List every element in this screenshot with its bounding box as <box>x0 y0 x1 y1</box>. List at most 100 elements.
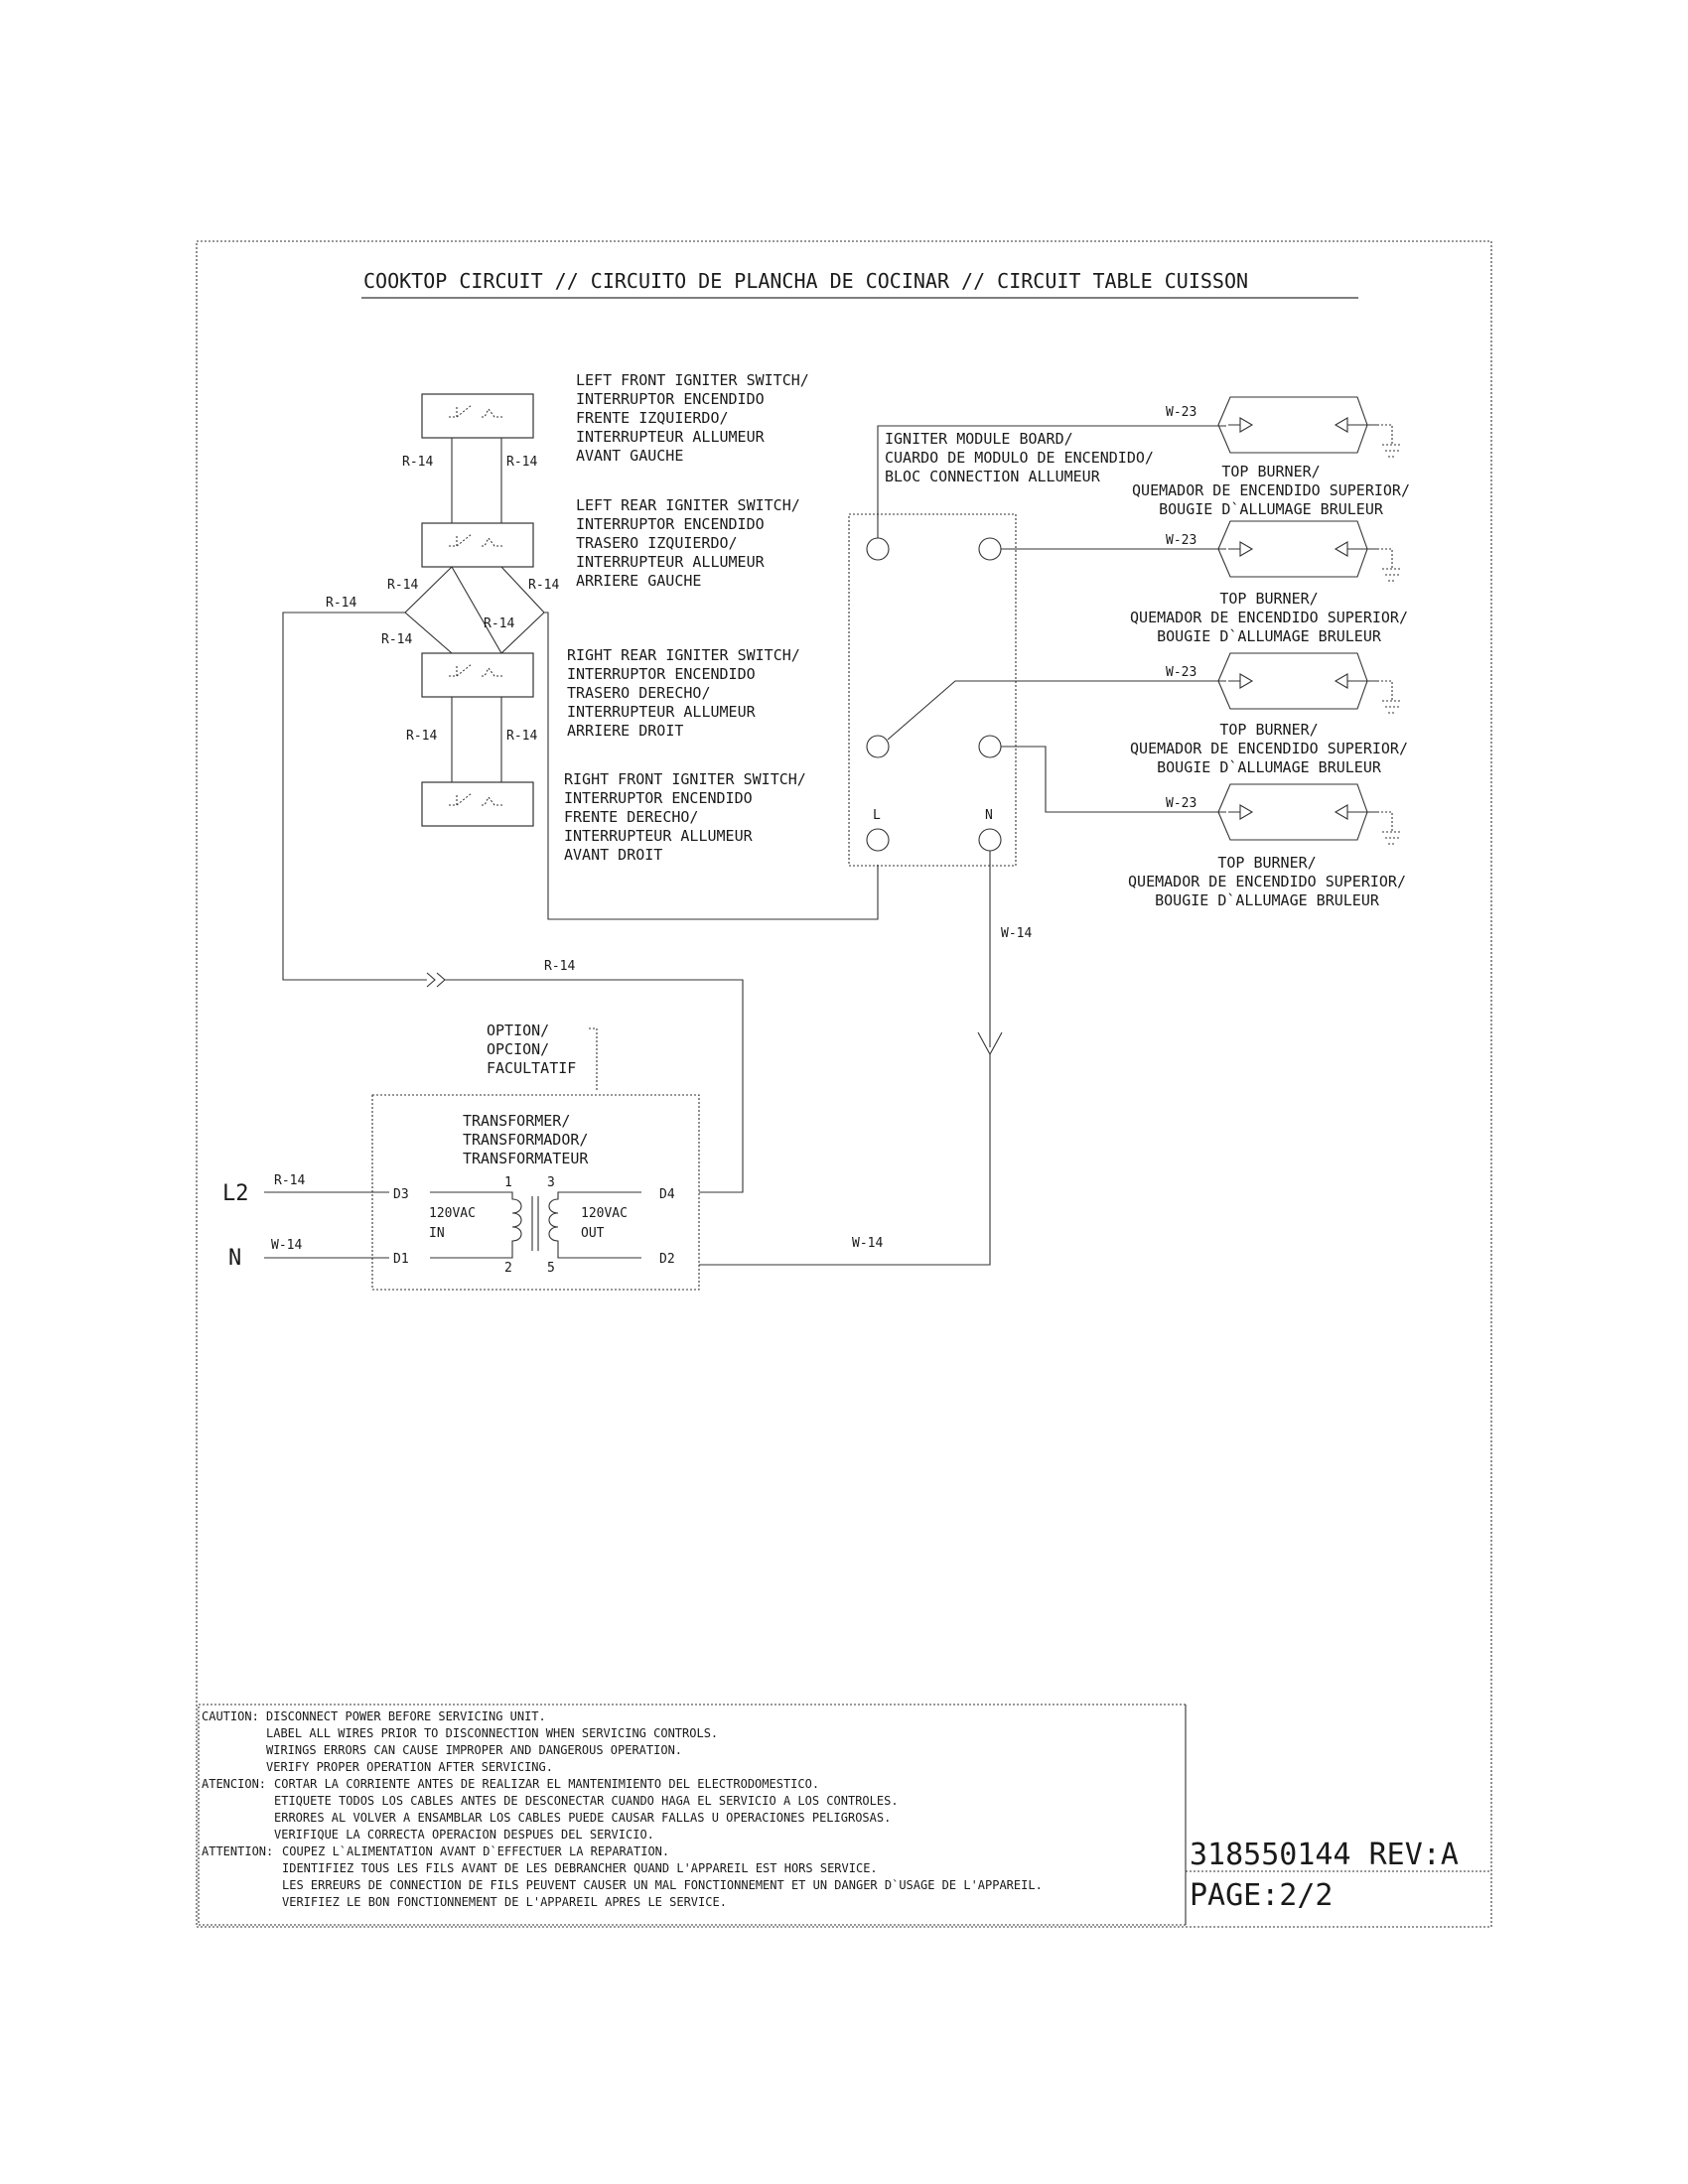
wire-label: W-14 <box>271 1238 302 1253</box>
svg-text:TRASERO IZQUIERDO/: TRASERO IZQUIERDO/ <box>576 534 738 552</box>
igniter-module-board: L N <box>848 513 1017 867</box>
svg-text:D4: D4 <box>659 1187 675 1202</box>
svg-text:IDENTIFIEZ TOUS LES FILS AVANT: IDENTIFIEZ TOUS LES FILS AVANT DE LES DE… <box>282 1861 878 1875</box>
switch-label-left-rear: LEFT REAR IGNITER SWITCH/ INTERRUPTOR EN… <box>576 496 800 590</box>
document-id: 318550144 REV:A PAGE:2/2 <box>1186 1838 1489 1913</box>
svg-text:ETIQUETE TODOS LOS CABLES ANTE: ETIQUETE TODOS LOS CABLES ANTES DE DESCO… <box>274 1794 899 1808</box>
switch-right-rear <box>421 652 534 698</box>
burner-label-1: TOP BURNER/ QUEMADOR DE ENCENDIDO SUPERI… <box>1132 463 1410 518</box>
page-frame <box>196 240 1492 1928</box>
svg-text:INTERRUPTOR ENCENDIDO: INTERRUPTOR ENCENDIDO <box>576 515 765 533</box>
switch-label-left-front: LEFT FRONT IGNITER SWITCH/ INTERRUPTOR E… <box>576 371 809 465</box>
svg-text:FACULTATIF: FACULTATIF <box>487 1059 576 1077</box>
svg-text:INTERRUPTEUR ALLUMEUR: INTERRUPTEUR ALLUMEUR <box>567 703 757 721</box>
wire-label: W-23 <box>1166 796 1196 811</box>
top-burner-3 <box>1217 652 1403 714</box>
wire-label: W-23 <box>1166 405 1196 420</box>
svg-text:D2: D2 <box>659 1252 675 1267</box>
svg-text:AVANT GAUCHE: AVANT GAUCHE <box>576 447 683 465</box>
svg-text:INTERRUPTEUR ALLUMEUR: INTERRUPTEUR ALLUMEUR <box>564 827 754 845</box>
svg-text:5: 5 <box>547 1261 555 1276</box>
svg-text:TRANSFORMATEUR: TRANSFORMATEUR <box>463 1150 589 1167</box>
module-label: IGNITER MODULE BOARD/ CUARDO DE MODULO D… <box>885 430 1154 485</box>
top-burner-1 <box>1217 396 1403 458</box>
svg-text:TRASERO DERECHO/: TRASERO DERECHO/ <box>567 684 711 702</box>
supply-wiring <box>264 1191 389 1259</box>
diagram-title: COOKTOP CIRCUIT // CIRCUITO DE PLANCHA D… <box>363 269 1248 293</box>
svg-text:1: 1 <box>504 1175 512 1190</box>
svg-text:D1: D1 <box>393 1252 409 1267</box>
svg-text:VERIFIEZ LE BON FONCTIONNEMENT: VERIFIEZ LE BON FONCTIONNEMENT DE L'APPA… <box>282 1895 727 1909</box>
wire-label: R-14 <box>402 455 433 470</box>
svg-text:INTERRUPTOR ENCENDIDO: INTERRUPTOR ENCENDIDO <box>564 789 753 807</box>
svg-text:LABEL ALL WIRES PRIOR TO DISCO: LABEL ALL WIRES PRIOR TO DISCONNECTION W… <box>266 1726 718 1740</box>
burner-label-3: TOP BURNER/ QUEMADOR DE ENCENDIDO SUPERI… <box>1130 721 1408 776</box>
transformer: TRANSFORMER/ TRANSFORMADOR/ TRANSFORMATE… <box>371 1094 700 1291</box>
switch-label-right-rear: RIGHT REAR IGNITER SWITCH/ INTERRUPTOR E… <box>567 646 800 740</box>
wire-label: R-14 <box>506 729 537 744</box>
svg-text:D3: D3 <box>393 1187 409 1202</box>
svg-text:INTERRUPTOR ENCENDIDO: INTERRUPTOR ENCENDIDO <box>576 390 765 408</box>
svg-text:BOUGIE D`ALLUMAGE BRULEUR: BOUGIE D`ALLUMAGE BRULEUR <box>1157 627 1382 645</box>
svg-text:VERIFIQUE LA CORRECTA OPERACIO: VERIFIQUE LA CORRECTA OPERACION DESPUES … <box>274 1828 654 1842</box>
module-burner-wiring <box>699 425 1226 1266</box>
svg-text:LEFT FRONT IGNITER SWITCH/: LEFT FRONT IGNITER SWITCH/ <box>576 371 809 389</box>
svg-text:WIRINGS ERRORS CAN CAUSE IMPRO: WIRINGS ERRORS CAN CAUSE IMPROPER AND DA… <box>266 1743 682 1757</box>
svg-text:BOUGIE D`ALLUMAGE BRULEUR: BOUGIE D`ALLUMAGE BRULEUR <box>1159 500 1384 518</box>
wire-label: R-14 <box>381 632 412 647</box>
svg-text:BOUGIE D`ALLUMAGE BRULEUR: BOUGIE D`ALLUMAGE BRULEUR <box>1157 758 1382 776</box>
svg-text:INTERRUPTEUR ALLUMEUR: INTERRUPTEUR ALLUMEUR <box>576 428 766 446</box>
terminal-n-label: N <box>985 808 993 823</box>
svg-text:BOUGIE D`ALLUMAGE BRULEUR: BOUGIE D`ALLUMAGE BRULEUR <box>1155 891 1380 909</box>
svg-text:TOP BURNER/: TOP BURNER/ <box>1219 721 1318 739</box>
option-label: OPTION/ OPCION/ FACULTATIF <box>487 1022 598 1092</box>
svg-text:120VAC: 120VAC <box>581 1206 628 1221</box>
supply-n-label: N <box>228 1246 241 1271</box>
wire-label: W-14 <box>1001 926 1032 941</box>
top-burner-4 <box>1217 783 1403 845</box>
svg-text:QUEMADOR DE ENCENDIDO SUPERIOR: QUEMADOR DE ENCENDIDO SUPERIOR/ <box>1130 609 1408 626</box>
svg-text:PAGE:2/2: PAGE:2/2 <box>1190 1878 1334 1913</box>
svg-text:IN: IN <box>429 1226 445 1241</box>
svg-text:VERIFY PROPER OPERATION AFTER: VERIFY PROPER OPERATION AFTER SERVICING. <box>266 1760 553 1774</box>
wire-label: W-14 <box>852 1236 883 1251</box>
svg-text:ERRORES AL VOLVER A ENSAMBLAR: ERRORES AL VOLVER A ENSAMBLAR LOS CABLES… <box>274 1811 891 1825</box>
svg-text:120VAC: 120VAC <box>429 1206 476 1221</box>
svg-text:OUT: OUT <box>581 1226 605 1241</box>
svg-text:AVANT DROIT: AVANT DROIT <box>564 846 662 864</box>
svg-text:OPTION/: OPTION/ <box>487 1022 549 1039</box>
wire-label: R-14 <box>528 578 559 593</box>
svg-text:ATENCION:: ATENCION: <box>202 1777 266 1791</box>
svg-text:RIGHT FRONT IGNITER SWITCH/: RIGHT FRONT IGNITER SWITCH/ <box>564 770 806 788</box>
svg-text:ARRIERE DROIT: ARRIERE DROIT <box>567 722 683 740</box>
wire-label: R-14 <box>406 729 437 744</box>
svg-text:QUEMADOR DE ENCENDIDO SUPERIOR: QUEMADOR DE ENCENDIDO SUPERIOR/ <box>1128 873 1406 890</box>
svg-text:FRENTE IZQUIERDO/: FRENTE IZQUIERDO/ <box>576 409 729 427</box>
switch-label-right-front: RIGHT FRONT IGNITER SWITCH/ INTERRUPTOR … <box>564 770 806 864</box>
svg-text:318550144 REV:A: 318550144 REV:A <box>1190 1838 1459 1872</box>
wire-label: R-14 <box>387 578 418 593</box>
svg-text:INTERRUPTEUR ALLUMEUR: INTERRUPTEUR ALLUMEUR <box>576 553 766 571</box>
svg-text:TRANSFORMADOR/: TRANSFORMADOR/ <box>463 1131 588 1149</box>
svg-text:QUEMADOR DE ENCENDIDO SUPERIOR: QUEMADOR DE ENCENDIDO SUPERIOR/ <box>1130 740 1408 757</box>
svg-text:BLOC CONNECTION ALLUMEUR: BLOC CONNECTION ALLUMEUR <box>885 468 1101 485</box>
svg-text:TOP BURNER/: TOP BURNER/ <box>1217 854 1316 872</box>
burner-label-4: TOP BURNER/ QUEMADOR DE ENCENDIDO SUPERI… <box>1128 854 1406 909</box>
svg-text:FRENTE DERECHO/: FRENTE DERECHO/ <box>564 808 698 826</box>
svg-text:CUARDO DE MODULO DE ENCENDIDO/: CUARDO DE MODULO DE ENCENDIDO/ <box>885 449 1154 467</box>
wire-label: R-14 <box>506 455 537 470</box>
switch-right-front <box>421 781 534 827</box>
svg-text:3: 3 <box>547 1175 555 1190</box>
wire-label: R-14 <box>544 959 575 974</box>
svg-text:OPCION/: OPCION/ <box>487 1040 549 1058</box>
wire-label: W-23 <box>1166 665 1196 680</box>
svg-text:LES ERREURS DE CONNECTION DE F: LES ERREURS DE CONNECTION DE FILS PEUVEN… <box>282 1878 1043 1892</box>
terminal-l-label: L <box>873 808 881 823</box>
wire-label: R-14 <box>274 1173 305 1188</box>
wire-label: R-14 <box>326 596 356 611</box>
notes-box: CAUTION: DISCONNECT POWER BEFORE SERVICI… <box>198 1704 1187 1927</box>
top-burner-2 <box>1217 520 1403 582</box>
svg-text:INTERRUPTOR ENCENDIDO: INTERRUPTOR ENCENDIDO <box>567 665 756 683</box>
switch-wiring <box>282 438 879 1193</box>
